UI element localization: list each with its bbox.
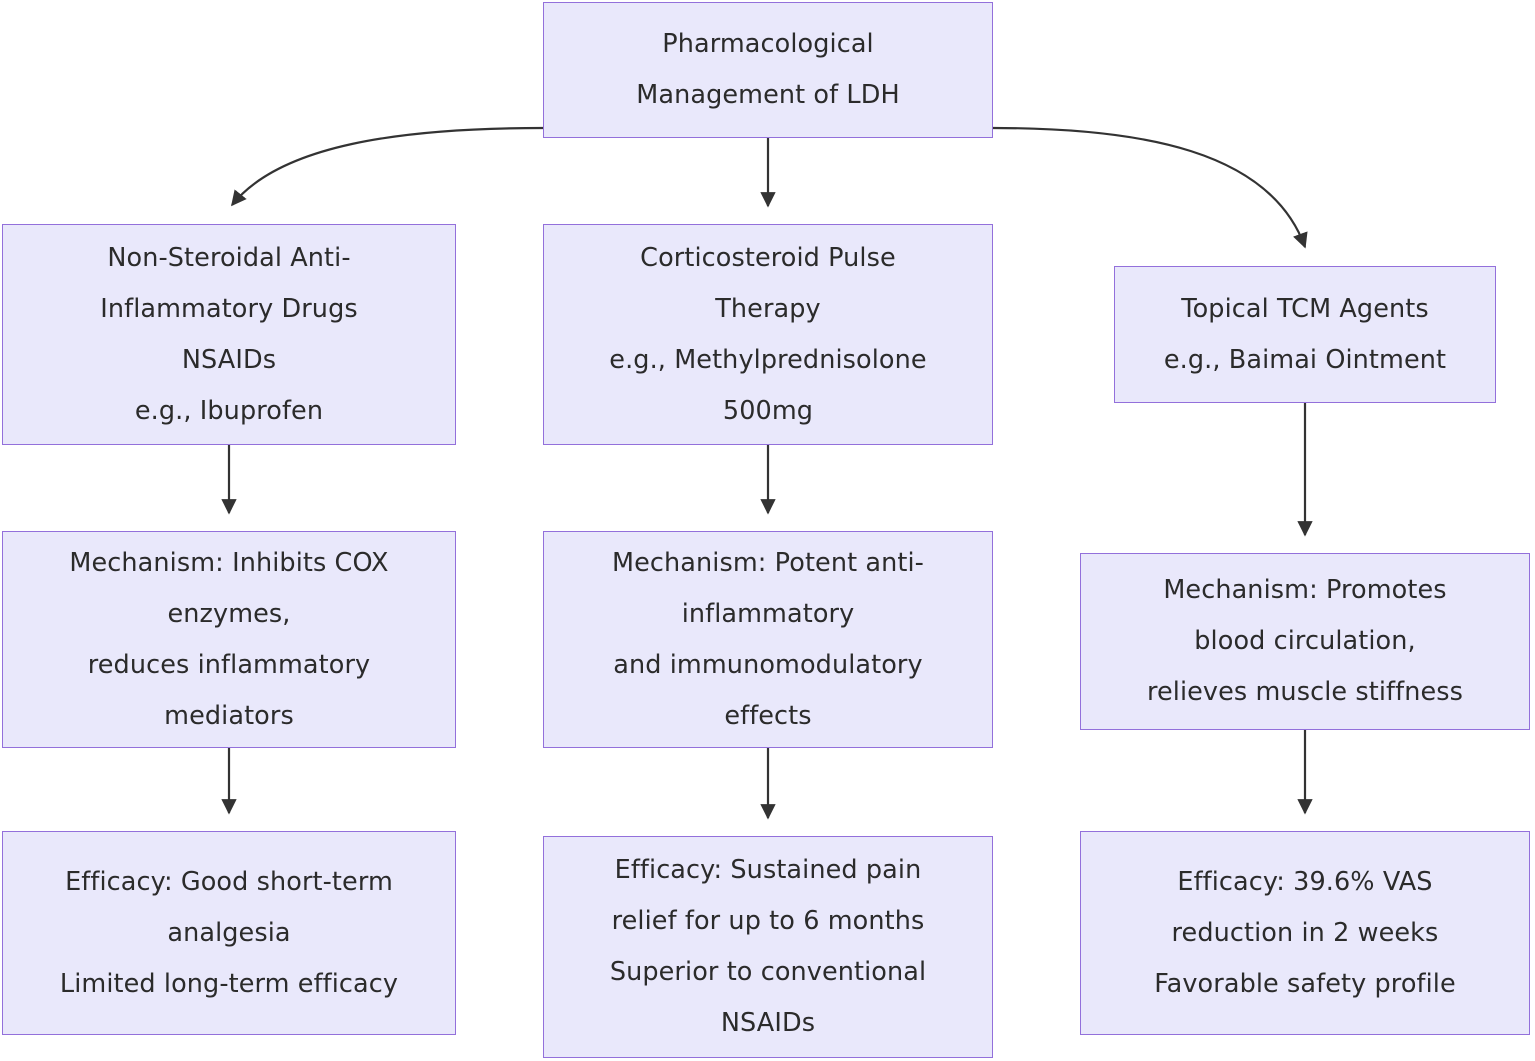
node-label: Efficacy: Sustained pain relief for up t…: [609, 855, 927, 1038]
node-label: Mechanism: Inhibits COX enzymes, reduces…: [69, 547, 389, 731]
node-corticosteroid-pulse-therapy[interactable]: Corticosteroid Pulse Therapy e.g., Methy…: [543, 224, 993, 445]
node-label: Topical TCM Agents e.g., Baimai Ointment: [1163, 293, 1447, 375]
node-nsaids-mechanism[interactable]: Mechanism: Inhibits COX enzymes, reduces…: [2, 531, 456, 748]
node-label: Mechanism: Potent anti- inflammatory and…: [612, 547, 924, 731]
node-label: Efficacy: Good short-term analgesia Limi…: [59, 866, 399, 999]
node-tcm-mechanism[interactable]: Mechanism: Promotes blood circulation, r…: [1080, 553, 1530, 730]
node-nsaids[interactable]: Non-Steroidal Anti- Inflammatory Drugs N…: [2, 224, 456, 445]
node-nsaids-efficacy[interactable]: Efficacy: Good short-term analgesia Limi…: [2, 831, 456, 1035]
node-label: Pharmacological Management of LDH: [636, 29, 900, 110]
node-label: Mechanism: Promotes blood circulation, r…: [1146, 575, 1464, 707]
node-label: Corticosteroid Pulse Therapy e.g., Methy…: [609, 242, 927, 426]
node-pharmacological-management-of-ldh[interactable]: Pharmacological Management of LDH: [543, 2, 993, 138]
node-topical-tcm-agents[interactable]: Topical TCM Agents e.g., Baimai Ointment: [1114, 266, 1496, 403]
edge-root-to-tcm: [992, 126, 1308, 249]
node-label: Non-Steroidal Anti- Inflammatory Drugs N…: [100, 242, 358, 426]
node-tcm-efficacy[interactable]: Efficacy: 39.6% VAS reduction in 2 weeks…: [1080, 831, 1530, 1035]
node-corticosteroid-mechanism[interactable]: Mechanism: Potent anti- inflammatory and…: [543, 531, 993, 748]
node-label: Efficacy: 39.6% VAS reduction in 2 weeks…: [1154, 866, 1456, 999]
edge-root-to-nsaids: [231, 126, 544, 207]
node-corticosteroid-efficacy[interactable]: Efficacy: Sustained pain relief for up t…: [543, 836, 993, 1058]
